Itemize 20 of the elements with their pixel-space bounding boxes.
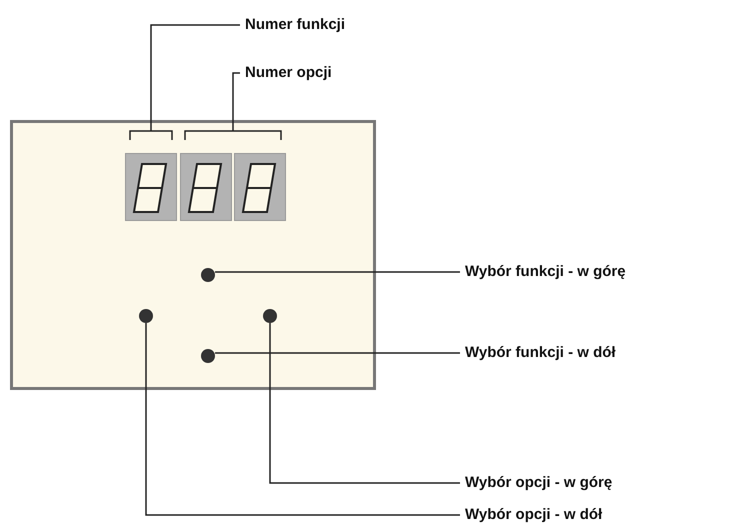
part-label: Wybór funkcji - w górę — [465, 263, 626, 281]
leader-line — [145, 323, 460, 516]
part-label: Numer opcji — [245, 64, 332, 82]
control-panel — [10, 120, 376, 390]
part-label: Wybór opcji - w górę — [465, 474, 612, 492]
digit-display — [125, 153, 177, 221]
digit-display — [234, 153, 286, 221]
leader-line — [215, 352, 460, 354]
push-button — [201, 268, 215, 282]
push-button — [139, 309, 153, 323]
leader-line — [215, 271, 460, 273]
leader-line — [269, 323, 460, 484]
part-label: Wybór opcji - w dół — [465, 506, 602, 524]
leader-line — [129, 24, 241, 141]
push-button — [201, 349, 215, 363]
part-label: Numer funkcji — [245, 16, 346, 34]
digit-display — [180, 153, 232, 221]
leader-line — [184, 72, 282, 141]
push-button — [263, 309, 277, 323]
part-label: Wybór funkcji - w dół — [465, 344, 616, 362]
